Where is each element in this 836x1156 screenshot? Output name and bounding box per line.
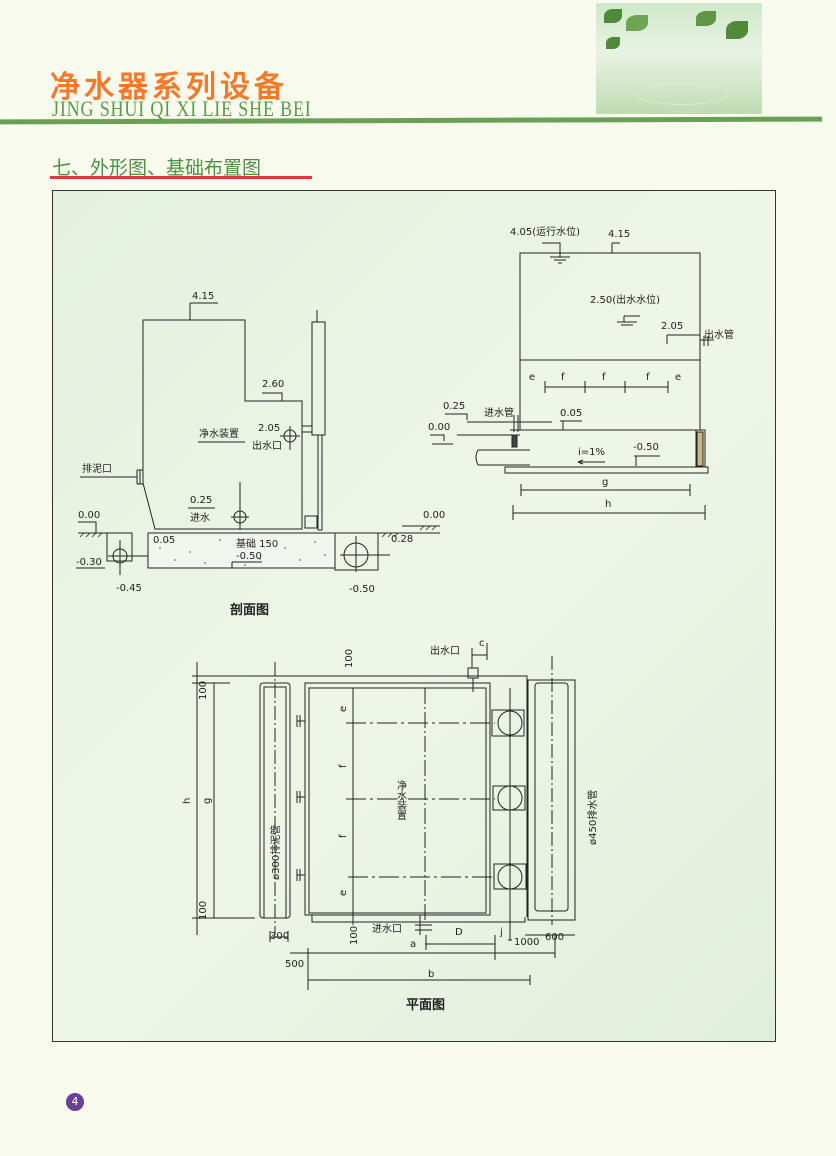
plan-dim-h: h (182, 798, 193, 804)
outlet-pipe (311, 321, 326, 436)
ground-left-label: 0.00 (78, 510, 100, 521)
outlet-pipe-label: 出水管 (704, 328, 734, 341)
header-leaf-water-image (596, 3, 762, 114)
dim-j-label: j (499, 927, 503, 938)
drawing-frame (52, 190, 776, 1042)
plan-spacing-f-2: f (338, 834, 349, 838)
side-flanges (296, 715, 305, 881)
inlet-elev-label: 0.25 (190, 495, 212, 506)
tank-top-elev-label: 4.15 (608, 229, 630, 240)
bottom-elev-label: -0.50 (633, 442, 659, 453)
plan-inlet-label: 进水口 (372, 923, 402, 935)
section-view: 4.15 2.60 2.05 出水口 净水装置 排泥口 0.25 进水 0.00… (76, 291, 445, 618)
dim-D-label: D (455, 927, 463, 938)
spacing-e-right: e (675, 372, 681, 383)
outlet-valves (491, 688, 527, 940)
dim-a-label: a (410, 939, 416, 950)
inlet-pipe-label: 进水管 (484, 406, 514, 419)
dim-b-label: b (428, 969, 434, 980)
foundation-bottom-label: -0.50 (236, 551, 262, 562)
sludge-outlet-label: 排泥口 (82, 462, 112, 475)
pit-left-top-label: -0.30 (76, 557, 102, 568)
plan-spacing-e-2: e (338, 890, 349, 896)
section-title: 七、外形图、基础布置图 (52, 157, 262, 179)
dim-c-label: c (479, 638, 485, 649)
device-label: 净水装置 (199, 427, 239, 440)
brochure-title: 净水器系列设备 (50, 70, 288, 105)
spacing-f-3: f (646, 372, 650, 383)
device-body-outline (142, 319, 303, 530)
outlet-elev-label: 2.05 (258, 423, 280, 434)
inlet-label: 进水 (190, 512, 210, 524)
brochure-subtitle: JING SHUI QI XI LIE SHE BEI (52, 96, 312, 121)
right-pipe-label: ø450排水管 (586, 790, 599, 845)
step-elev-label: 2.60 (262, 379, 284, 390)
elevation-view: 4.05(运行水位) 4.15 2.50(出水水位) 2.05 出水管 e f … (428, 225, 734, 520)
dim-500: 500 (285, 959, 304, 970)
dim-100-upper: 100 (344, 649, 355, 668)
outlet-elev-label-2: 2.05 (661, 321, 683, 332)
plan-view: 100 100 h g ø300排泥管 100 e f f e 净水装置 出水口 (182, 638, 599, 1013)
plan-outlet-label: 出水口 (430, 644, 460, 657)
spacing-f-2: f (602, 372, 606, 383)
dim-h-label: h (605, 499, 611, 510)
outlet-label: 出水口 (252, 439, 282, 452)
ground-right-label: 0.00 (423, 510, 445, 521)
plan-view-caption: 平面图 (406, 998, 445, 1013)
foundation-offset-label: 0.05 (153, 535, 175, 546)
section-view-caption: 剖面图 (230, 602, 269, 618)
inlet-elev-label-2: 0.25 (443, 401, 465, 412)
run-level-label: 4.05(运行水位) (510, 225, 580, 238)
spacing-f-1: f (561, 372, 565, 383)
dim-100-top: 100 (198, 681, 209, 700)
out-level-label: 2.50(出水水位) (590, 293, 660, 306)
plan-spacing-e-1: e (338, 706, 349, 712)
ground-elev-label: 0.00 (428, 422, 450, 433)
tank-outline (519, 252, 701, 431)
dim-600-label: 600 (545, 932, 564, 943)
pit-left-bottom-label: -0.45 (116, 583, 142, 594)
plan-dim-g: g (202, 798, 213, 804)
elev-marker (189, 302, 218, 320)
dim-300: 300 (270, 931, 289, 942)
right-elev-label: 0.28 (391, 534, 413, 545)
pit-right-bottom-label: -0.50 (349, 584, 375, 595)
page-number: 4 (66, 1093, 84, 1111)
top-elev-label: 4.15 (192, 291, 214, 302)
plan-device-label: 净水装置 (395, 779, 407, 820)
dim-g-label: g (602, 477, 608, 488)
dim-100-bottom: 100 (198, 901, 209, 920)
dim-1000-label: 1000 (514, 937, 539, 948)
left-pipe-label: ø300排泥管 (269, 825, 282, 880)
dim-100-lower: 100 (349, 926, 360, 945)
plan-spacing-f-1: f (338, 764, 349, 768)
foundation-label: 基础 150 (236, 537, 278, 550)
spacing-e-left: e (529, 372, 535, 383)
slope-label: i=1% (578, 447, 605, 458)
floor-elev-label: 0.05 (560, 408, 582, 419)
section-underline (50, 176, 312, 179)
